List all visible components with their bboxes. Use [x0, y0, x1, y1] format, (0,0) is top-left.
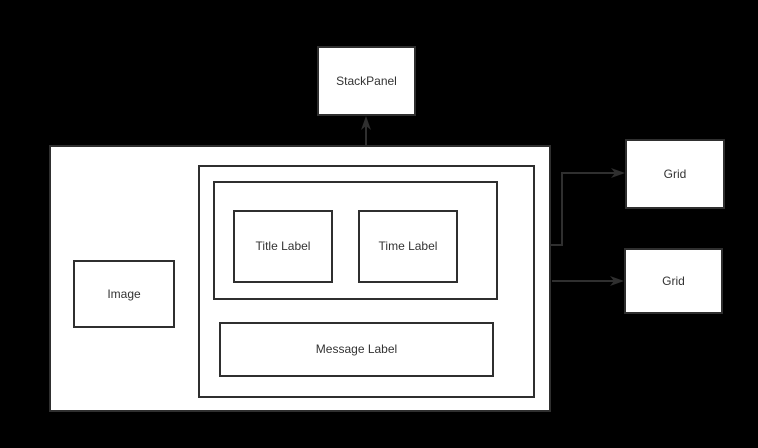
- node-time-label[interactable]: Time Label: [358, 210, 458, 283]
- node-label-image: Image: [107, 286, 141, 301]
- node-label-stackpanel: StackPanel: [336, 73, 397, 88]
- node-grid-top[interactable]: Grid: [625, 139, 725, 209]
- node-stackpanel[interactable]: StackPanel: [317, 46, 416, 116]
- node-label-time: Time Label: [378, 239, 438, 254]
- node-grid-bottom[interactable]: Grid: [624, 248, 723, 314]
- edge-inner-to-grid-bottom: [552, 276, 624, 286]
- node-label-message: Message Label: [315, 342, 398, 357]
- arrowhead-up-stackpanel: [361, 116, 371, 130]
- arrowhead-right-grid-bottom: [610, 276, 624, 286]
- node-image[interactable]: Image: [73, 260, 175, 328]
- node-label-grid-bottom: Grid: [662, 273, 685, 288]
- node-label-grid-top: Grid: [663, 166, 687, 181]
- node-title-label[interactable]: Title Label: [233, 210, 333, 283]
- arrowhead-right-grid-top: [611, 168, 625, 178]
- node-label-title: Title Label: [255, 239, 311, 254]
- node-message-label[interactable]: Message Label: [219, 322, 494, 377]
